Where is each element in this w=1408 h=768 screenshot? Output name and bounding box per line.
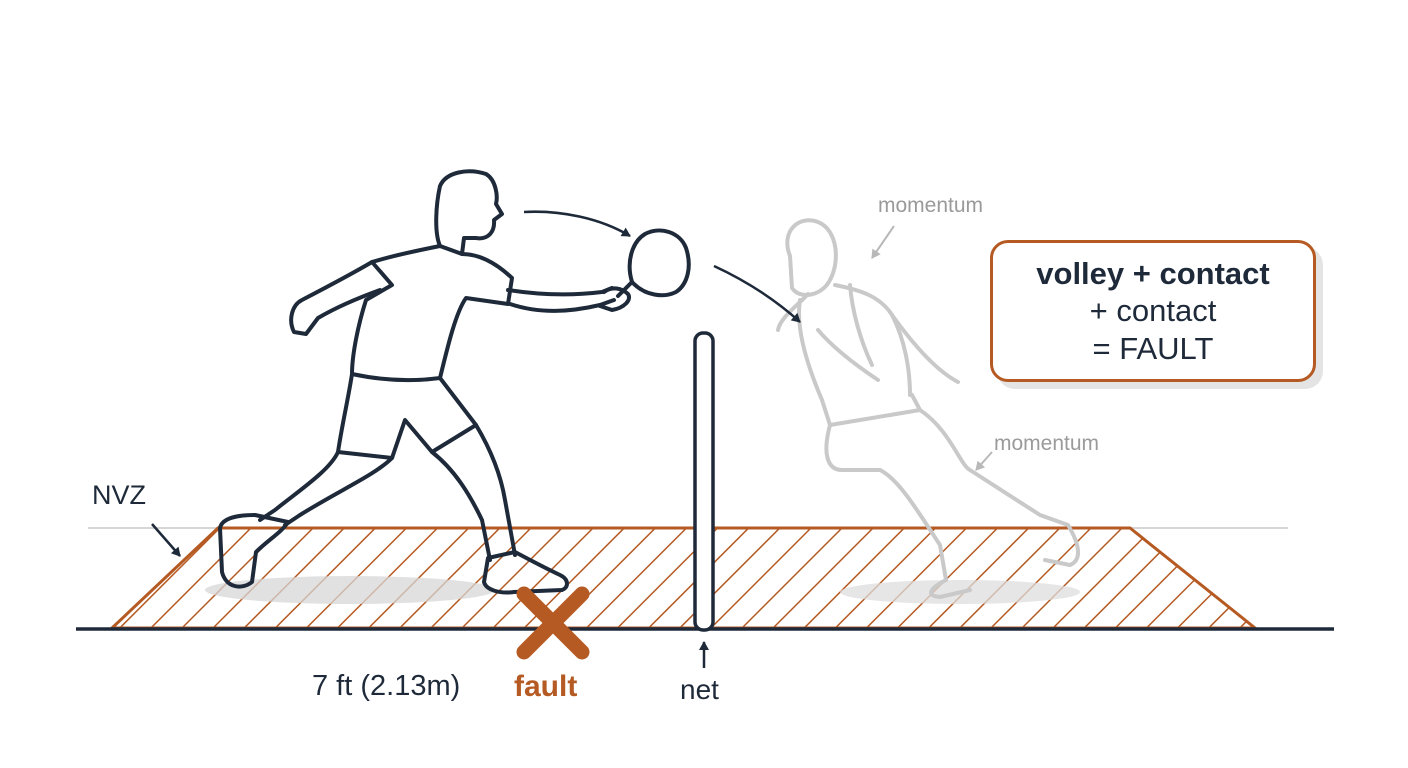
fault-label: fault <box>514 670 578 703</box>
net-label: net <box>680 674 719 705</box>
rule-line-1: volley + contact <box>1036 256 1270 292</box>
net-post <box>693 331 715 632</box>
rule-line-3: = FAULT <box>1092 330 1214 366</box>
momentum-label-top: momentum <box>878 194 984 217</box>
momentum-arrow <box>713 264 801 323</box>
momentum-label-bottom: momentum <box>994 432 1100 455</box>
swing-arrow <box>523 210 631 238</box>
fault-x-icon <box>516 586 590 660</box>
ghost-player-figure <box>776 218 1080 599</box>
fault-rule-box: volley + contact + contact = FAULT <box>990 240 1316 382</box>
player-figure <box>218 169 691 595</box>
rule-line-2: + contact <box>1089 293 1217 329</box>
momentum-pointer-top <box>871 225 895 259</box>
player-shadow <box>205 576 495 604</box>
nvz-pointer-arrow <box>151 523 181 557</box>
momentum-pointer-bottom <box>975 451 993 471</box>
nvz-label: NVZ <box>92 480 146 510</box>
distance-label: 7 ft (2.13m) <box>312 670 461 702</box>
